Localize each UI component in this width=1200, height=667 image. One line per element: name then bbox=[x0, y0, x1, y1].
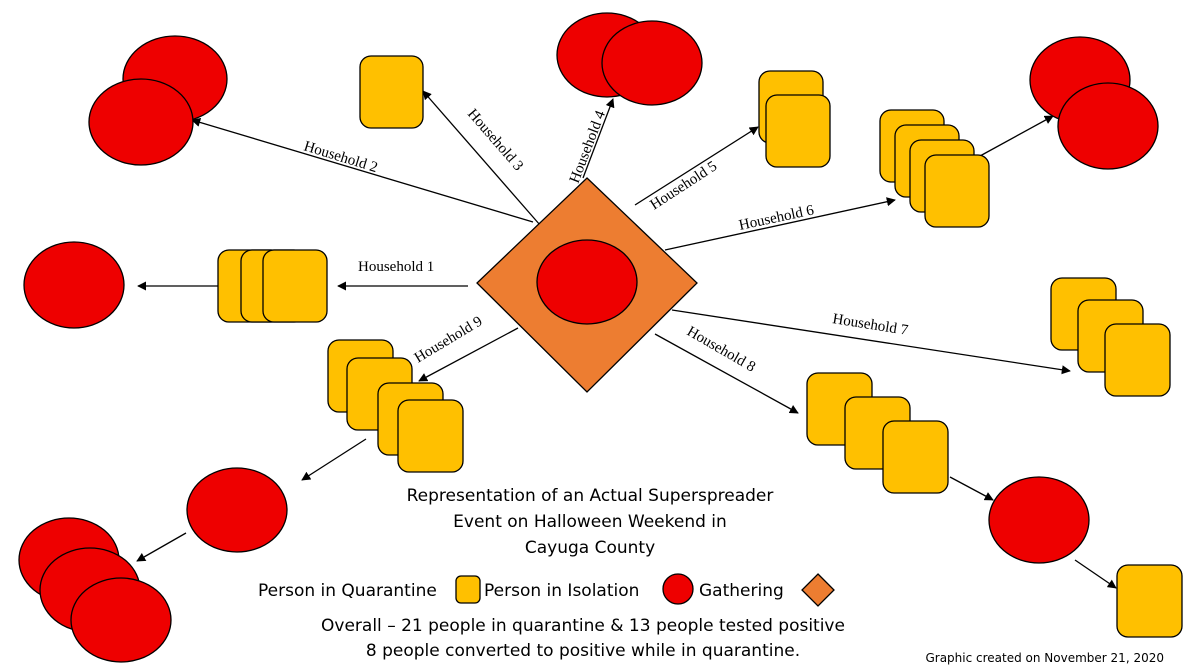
household-8-quarantine-group bbox=[806, 372, 949, 494]
household-3-quarantine-group bbox=[359, 55, 424, 129]
credit-text: Graphic created on November 21, 2020 bbox=[925, 651, 1164, 665]
household-4-isolation-group bbox=[556, 12, 703, 106]
isolation-person bbox=[988, 476, 1090, 564]
diagram-title: Representation of an Actual Superspreade… bbox=[407, 486, 774, 558]
arrow-household-4 bbox=[582, 98, 615, 179]
arrow-household-8-isolation bbox=[949, 476, 994, 501]
arrow-household-8 bbox=[654, 333, 799, 414]
household-5-label: Household 5 bbox=[647, 158, 720, 213]
quarantine-person bbox=[765, 94, 831, 168]
household-1-isolation-group bbox=[23, 241, 125, 329]
title-line: Event on Halloween Weekend in bbox=[453, 512, 727, 532]
household-6-isolation-group bbox=[1029, 36, 1159, 170]
arrows bbox=[136, 90, 1117, 589]
household-7-quarantine-group bbox=[1050, 277, 1171, 397]
household-9-quarantine-group bbox=[327, 339, 464, 473]
summary-line: Overall – 21 people in quarantine & 13 p… bbox=[321, 616, 845, 636]
household-4-label: Household 4 bbox=[567, 108, 609, 185]
arrow-household-8-quarantine bbox=[1074, 559, 1117, 589]
quarantine-person bbox=[397, 399, 464, 473]
arrow-household-9-isolation bbox=[301, 438, 367, 481]
quarantine-person bbox=[1104, 323, 1171, 397]
quarantine-person bbox=[924, 154, 990, 228]
central-gathering bbox=[476, 177, 698, 393]
arrow-household-9-isolation-2 bbox=[136, 532, 187, 562]
summary-line: 8 people converted to positive while in … bbox=[366, 641, 800, 661]
household-6-quarantine-group bbox=[879, 109, 990, 228]
title-line: Representation of an Actual Superspreade… bbox=[407, 486, 774, 506]
household-5-quarantine-group bbox=[758, 70, 831, 168]
arrow-household-5 bbox=[634, 126, 759, 206]
legend-quarantine-swatch bbox=[455, 575, 481, 604]
quarantine-person bbox=[882, 420, 949, 494]
isolation-person bbox=[186, 467, 288, 553]
title-line: Cayuga County bbox=[525, 538, 655, 558]
household-8-quarantine-end bbox=[1116, 564, 1183, 638]
arrow-household-2 bbox=[191, 117, 534, 223]
arrow-household-6-isolation bbox=[979, 115, 1054, 157]
household-9-label: Household 9 bbox=[412, 313, 486, 366]
isolation-person bbox=[1057, 82, 1159, 170]
household-1-quarantine-group bbox=[217, 249, 328, 323]
arrow-household-9 bbox=[418, 327, 519, 382]
quarantine-person bbox=[1116, 564, 1183, 638]
household-3-label: Household 3 bbox=[464, 106, 526, 174]
isolation-person bbox=[536, 239, 638, 325]
household-9-isolation-group bbox=[18, 467, 288, 663]
household-7-label: Household 7 bbox=[831, 311, 909, 339]
isolation-person bbox=[88, 78, 194, 166]
legend-gathering-swatch bbox=[801, 573, 835, 607]
legend-gathering-label: Gathering bbox=[699, 581, 784, 601]
household-8-label: Household 8 bbox=[684, 324, 758, 376]
legend-isolation-label: Person in Isolation bbox=[484, 581, 639, 601]
household-6-label: Household 6 bbox=[738, 202, 816, 234]
arrow-household-3 bbox=[422, 90, 541, 226]
quarantine-person bbox=[359, 55, 424, 129]
isolation-person bbox=[23, 241, 125, 329]
arrow-household-7 bbox=[671, 309, 1071, 375]
quarantine-person bbox=[262, 249, 328, 323]
household-1-label: Household 1 bbox=[358, 259, 434, 275]
isolation-person bbox=[601, 20, 703, 106]
legend-isolation-swatch bbox=[662, 573, 694, 605]
isolation-person bbox=[70, 577, 172, 663]
household-2-isolation-group bbox=[88, 35, 228, 166]
household-8-isolation-group bbox=[988, 476, 1090, 564]
legend: Person in Quarantine Person in Isolation… bbox=[258, 573, 835, 607]
summary: Overall – 21 people in quarantine & 13 p… bbox=[321, 616, 845, 661]
arrow-household-6 bbox=[664, 197, 896, 251]
household-2-label: Household 2 bbox=[302, 139, 380, 177]
legend-quarantine-label: Person in Quarantine bbox=[258, 581, 437, 601]
